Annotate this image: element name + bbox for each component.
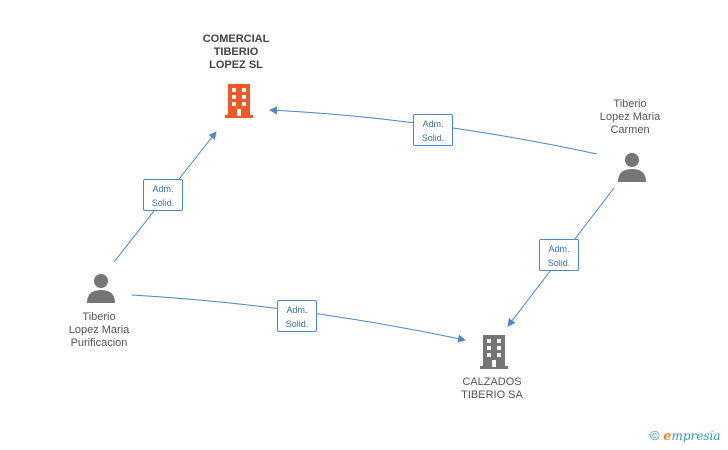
person-icon bbox=[618, 153, 646, 182]
node-label: COMERCIAL TIBERIO LOPEZ SL bbox=[202, 33, 270, 71]
edge-label-carmen-calzados: Adm. Solid. bbox=[539, 239, 579, 271]
edge-label-line: Solid. bbox=[151, 198, 175, 208]
building-icon bbox=[480, 335, 508, 369]
empresia-logo: © empresia bbox=[650, 428, 721, 444]
building-icon bbox=[225, 84, 253, 118]
node-label: CALZADOS TIBERIO SA bbox=[461, 376, 523, 401]
node-label: Tiberio Lopez Maria Carmen bbox=[599, 98, 661, 136]
edge-label-line: Solid. bbox=[547, 258, 571, 268]
edge-label-line: Adm. bbox=[548, 244, 570, 254]
edge-label-line: Adm. bbox=[422, 119, 444, 129]
node-comercial-tiberio-lopez[interactable]: COMERCIAL TIBERIO LOPEZ SL bbox=[186, 33, 286, 72]
edge-label-line: Adm. bbox=[152, 184, 174, 194]
edge-label-line: Adm. bbox=[286, 305, 308, 315]
node-label: Tiberio Lopez Maria Purificacion bbox=[68, 311, 130, 349]
edge-label-purificacion-comercial: Adm. Solid. bbox=[143, 179, 183, 211]
node-calzados-tiberio[interactable]: CALZADOS TIBERIO SA bbox=[442, 376, 542, 402]
copyright-symbol: © bbox=[650, 428, 660, 443]
brand-name: mpresia bbox=[671, 429, 721, 443]
edge-label-line: Solid. bbox=[421, 133, 445, 143]
edge-label-line: Solid. bbox=[285, 319, 309, 329]
node-tiberio-lopez-maria-purificacion[interactable]: Tiberio Lopez Maria Purificacion bbox=[49, 311, 149, 350]
brand-e: e bbox=[663, 429, 672, 444]
person-icon bbox=[87, 274, 115, 303]
edge-label-carmen-comercial: Adm. Solid. bbox=[413, 114, 453, 146]
edge-label-purificacion-calzados: Adm. Solid. bbox=[277, 300, 317, 332]
node-tiberio-lopez-maria-carmen[interactable]: Tiberio Lopez Maria Carmen bbox=[580, 98, 680, 137]
